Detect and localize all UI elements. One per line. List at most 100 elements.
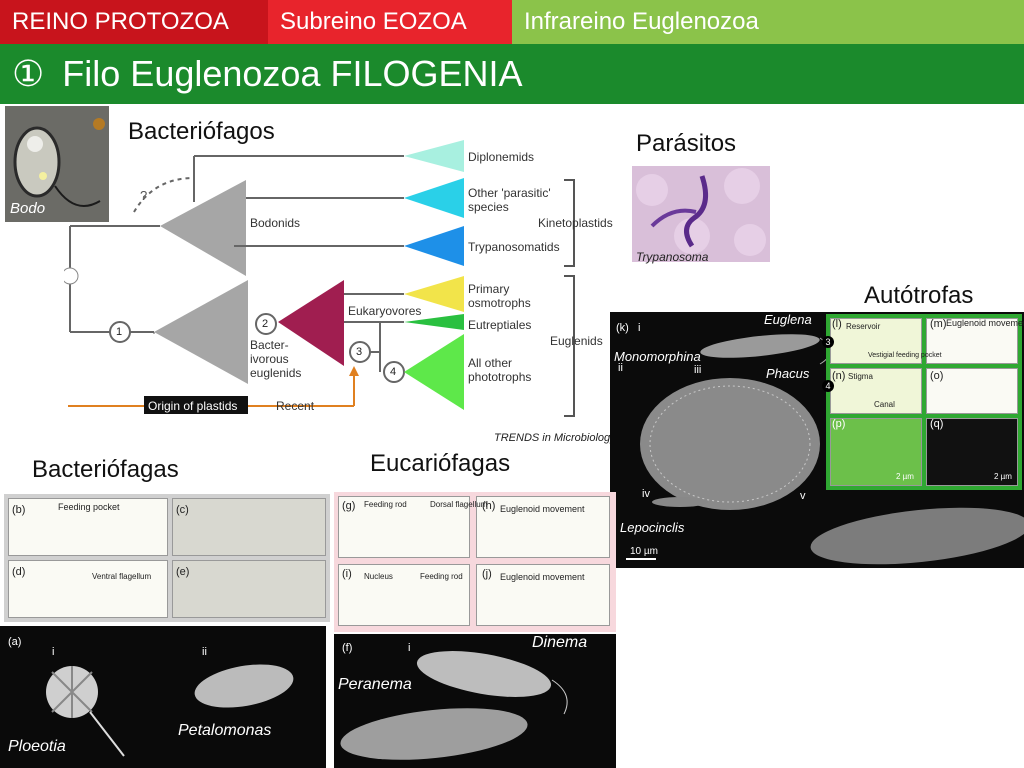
panel-n: (n) — [832, 370, 846, 382]
badge-4: 4 — [822, 380, 834, 392]
panel-l: (l) — [832, 318, 842, 330]
canal-label: Canal — [874, 400, 895, 409]
feeding-pocket-label: Feeding pocket — [58, 502, 120, 512]
euglena-label: Euglena — [764, 312, 812, 327]
ploeotia-label: Ploeotia — [8, 738, 66, 755]
lepocinclis-label: Lepocinclis — [620, 520, 685, 535]
bodo-cell-image — [5, 106, 109, 222]
panel-b: (b) — [12, 504, 26, 516]
roman-v-k: v — [800, 490, 806, 502]
cell-h — [476, 496, 610, 558]
cell-b — [8, 498, 168, 556]
monomorphina-label: Monomorphina — [614, 349, 701, 364]
page-title: ① Filo Euglenozoa FILOGENIA — [0, 44, 1024, 104]
cell-c — [172, 498, 326, 556]
node-1: 1 — [116, 326, 123, 338]
panel-c: (c) — [176, 504, 189, 516]
node-2: 2 — [262, 318, 269, 330]
dinema-peranema-sem — [334, 634, 616, 768]
petalomonas-label: Petalomonas — [178, 722, 272, 739]
feeding-rod-label-g: Feeding rod — [364, 500, 407, 509]
peranema-label: Peranema — [338, 676, 412, 693]
phylogeny-tree: ? — [64, 140, 575, 417]
roman-iv-k: iv — [642, 488, 650, 500]
heading-parasitos: Parásitos — [636, 130, 737, 157]
title-number: ① — [12, 53, 45, 94]
eukaryophages-diagram-panel — [334, 492, 616, 632]
cell-j — [476, 564, 610, 626]
euglenoid-movement-label-h: Euglenoid movement — [500, 504, 585, 514]
heading-eucariofagas: Eucariófagas — [370, 450, 511, 477]
roman-iii-k: iii — [694, 364, 702, 376]
tab-infrareino[interactable]: Infrareino Euglenozoa — [512, 0, 1024, 44]
trends-source: TRENDS in Microbiology — [494, 432, 616, 444]
heading-bacteriofagas: Bacteriófagas — [32, 456, 179, 483]
cell-d — [8, 560, 168, 618]
cell-p — [830, 418, 922, 486]
panel-a: (a) — [8, 636, 22, 648]
scale-2um-q: 2 µm — [994, 472, 1012, 481]
group-bacterivorous: Bacter-ivorous euglenids — [250, 338, 302, 380]
reservoir-label: Reservoir — [846, 322, 881, 331]
scale-10um: 10 µm — [630, 546, 658, 557]
ventral-flagellum-label: Ventral flagellum — [92, 572, 152, 581]
euglenoid-movement-label-j: Euglenoid movement — [500, 572, 585, 582]
panel-h: (h) — [482, 500, 496, 512]
cell-g — [338, 496, 470, 558]
bracket-kinetoplastids: Kinetoplastids — [538, 216, 613, 230]
roman-i-a: i — [52, 646, 55, 658]
ploeotia-petalomonas-sem — [0, 626, 326, 768]
recent-label: Recent — [276, 399, 315, 413]
leaf-eutreptiales: Eutreptiales — [468, 318, 532, 332]
dorsal-flagellum-label: Dorsal flagellum — [430, 500, 488, 509]
group-bodonids: Bodonids — [250, 216, 301, 230]
panel-d: (d) — [12, 566, 26, 578]
cell-q — [926, 418, 1018, 486]
badge-3: 3 — [822, 336, 834, 348]
heading-autotrofas: Autótrofas — [864, 282, 974, 309]
roman-i-f: i — [408, 642, 411, 654]
panel-g: (g) — [342, 500, 356, 512]
panel-j: (j) — [482, 568, 492, 580]
node-3: 3 — [356, 346, 363, 358]
panel-m: (m) — [930, 318, 947, 330]
group-eukaryovores: Eukaryovores — [348, 304, 422, 318]
tree-question-mark: ? — [140, 188, 147, 203]
panel-i: (i) — [342, 568, 352, 580]
panel-p: (p) — [832, 418, 846, 430]
bodo-photo — [5, 106, 109, 222]
node-4: 4 — [390, 366, 397, 378]
bracket-euglenids: Euglenids — [550, 334, 603, 348]
tab-reino[interactable]: REINO PROTOZOA — [0, 0, 268, 44]
cell-n — [830, 368, 922, 414]
scale-2um-p: 2 µm — [896, 472, 914, 481]
leaf-all-other-phototrophs: All other phototrophs — [468, 356, 532, 384]
roman-i-k: i — [638, 322, 641, 334]
euglenoid-movement-label-m: Euglenoid movement — [946, 318, 1024, 328]
cell-i — [338, 564, 470, 626]
stigma-label: Stigma — [848, 372, 873, 381]
phacus-label: Phacus — [766, 366, 810, 381]
trypanosoma-label: Trypanosoma — [636, 250, 709, 264]
dinema-label: Dinema — [532, 634, 588, 651]
roman-ii-a: ii — [202, 646, 207, 658]
breadcrumb-tabs: REINO PROTOZOA Subreino EOZOA Infrareino… — [0, 0, 1024, 44]
leaf-primary-osmotrophs: Primary osmotrophs — [468, 282, 531, 310]
title-text: Filo Euglenozoa FILOGENIA — [62, 53, 523, 94]
bacteriophages-diagram-panel — [4, 494, 330, 622]
cell-e — [172, 560, 326, 618]
origin-of-plastids: Origin of plastids — [148, 399, 238, 413]
vestigial-feeding-pocket-label: Vestigial feeding pocket — [868, 352, 942, 359]
cell-m — [926, 318, 1018, 364]
euglena-diagram-panel — [826, 314, 1022, 490]
panel-q: (q) — [930, 418, 944, 430]
nucleus-label: Nucleus — [364, 572, 393, 581]
bodo-label: Bodo — [10, 200, 46, 217]
leaf-other-parasitic: Other 'parasitic' species — [468, 186, 551, 214]
dinema-peranema-image — [334, 634, 616, 768]
tab-subreino[interactable]: Subreino EOZOA — [268, 0, 512, 44]
panel-o: (o) — [930, 370, 944, 382]
panel-k: (k) — [616, 322, 629, 334]
trypanosoma-photo — [632, 166, 770, 262]
